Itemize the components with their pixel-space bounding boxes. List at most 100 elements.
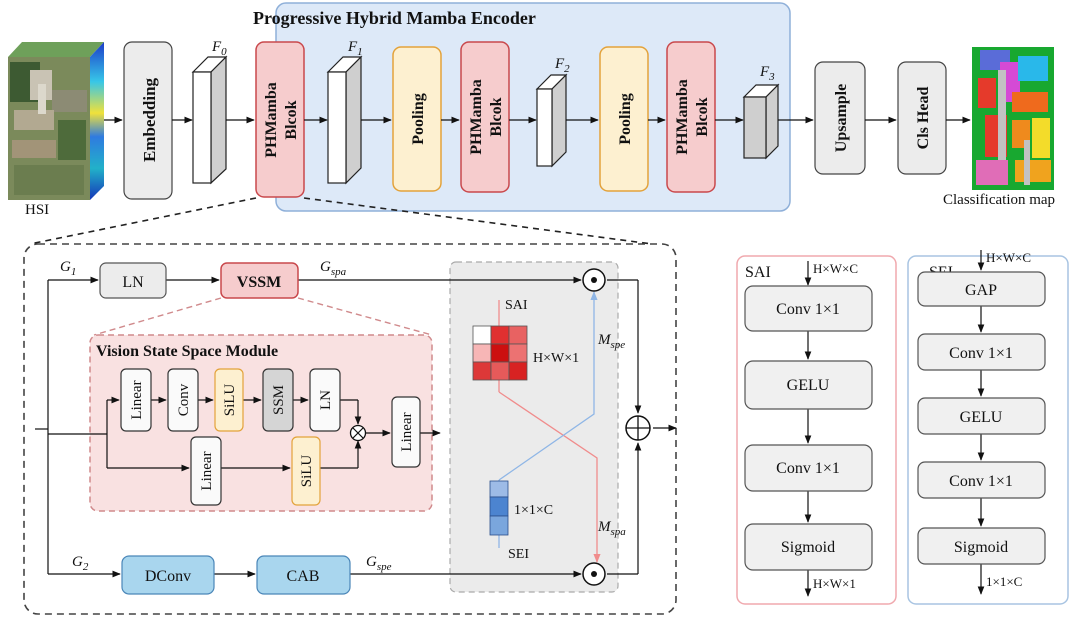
vssm-label: VSSM xyxy=(237,274,281,291)
sai-conv1-block xyxy=(744,285,873,332)
phm2-line2: Blcok xyxy=(488,97,505,136)
g1-label: G1 xyxy=(60,259,76,278)
dconv-block xyxy=(121,555,215,595)
sai-region-label: SAI xyxy=(505,298,528,313)
vss-silu-a-label: SiLU xyxy=(222,384,238,417)
sei-sigmoid-block xyxy=(917,527,1046,565)
sei-gap-label: GAP xyxy=(965,282,997,299)
gspe-label: Gspe xyxy=(366,554,392,573)
ln-block xyxy=(99,262,167,299)
pooling-block-2 xyxy=(599,46,649,192)
zoom-line-right xyxy=(303,197,653,245)
feature-f1 xyxy=(326,55,363,185)
vss-title: Vision State Space Module xyxy=(96,343,278,360)
sei-region-label: SEI xyxy=(508,547,529,562)
vss-linear-b-label: Linear xyxy=(199,451,215,490)
vss-ln-label: LN xyxy=(318,390,334,410)
vss-linear-b xyxy=(190,436,222,506)
vss-flow-lines xyxy=(48,396,441,472)
ln-label: LN xyxy=(122,274,144,291)
cab-block xyxy=(256,555,351,595)
vss-silu-a xyxy=(214,368,244,432)
sei-gelu-block xyxy=(917,397,1046,435)
mspe-label: Mspe xyxy=(597,332,625,351)
sei-channel-vector xyxy=(489,480,509,536)
detail-flow-lines xyxy=(35,276,677,578)
vss-silu-b xyxy=(291,436,321,506)
vss-conv-label: Conv xyxy=(176,383,192,416)
phm2-line1: PHMamba xyxy=(468,79,485,155)
sai-panel-title: SAI xyxy=(745,264,771,281)
sei-gelu-label: GELU xyxy=(960,409,1003,426)
zoom-line-left xyxy=(29,197,257,245)
dot-product-icon-bottom xyxy=(582,562,606,586)
pooling1-label: Pooling xyxy=(410,93,427,145)
sei-conv2-block xyxy=(917,461,1046,499)
sei-conv1-block xyxy=(917,333,1046,371)
gspa-label: Gspa xyxy=(320,259,347,278)
sai-sigmoid-label: Sigmoid xyxy=(781,539,835,556)
upsample-block xyxy=(814,61,866,175)
add-icon xyxy=(625,415,651,441)
cls-head-label: Cls Head xyxy=(915,87,932,150)
cls-head-block xyxy=(897,61,947,175)
phmamba-block-2 xyxy=(460,41,510,193)
pooling2-label: Pooling xyxy=(617,93,634,145)
phm1-line1: PHMamba xyxy=(263,82,280,158)
vss-linear-a-label: Linear xyxy=(129,380,145,419)
sei-output-label: 1×1×C xyxy=(986,574,1022,589)
sei-conv2-label: Conv 1×1 xyxy=(949,473,1013,490)
sai-input-label: H×W×C xyxy=(813,261,858,276)
feature-f2 xyxy=(535,73,568,168)
sai-gelu-label: GELU xyxy=(787,377,830,394)
vss-ssm-label: SSM xyxy=(271,385,287,415)
phm3-line2: Blcok xyxy=(694,97,711,136)
sei-conv1-label: Conv 1×1 xyxy=(949,345,1013,362)
hsi-cube xyxy=(8,42,104,200)
hsi-label: HSI xyxy=(25,202,49,218)
sai-line-b xyxy=(498,391,601,563)
dconv-label: DConv xyxy=(145,568,191,585)
sai-conv2-label: Conv 1×1 xyxy=(776,460,840,477)
sai-output-label: H×W×1 xyxy=(813,576,856,591)
hw1-label: H×W×1 xyxy=(533,351,579,366)
feature-f0 xyxy=(191,55,228,185)
vssm-block xyxy=(220,262,299,299)
mspa-label: Mspa xyxy=(597,519,626,538)
dot-product-icon-top xyxy=(582,268,606,292)
sei-input-label: H×W×C xyxy=(986,250,1031,265)
sai-conv1-label: Conv 1×1 xyxy=(776,301,840,318)
vss-linear-out-label: Linear xyxy=(399,412,415,451)
interaction-region xyxy=(449,261,619,593)
f2-label: F2 xyxy=(554,56,570,75)
vssm-zoom-left xyxy=(93,297,222,336)
vss-ln xyxy=(309,368,341,432)
sai-panel xyxy=(736,255,897,605)
feature-f3 xyxy=(742,83,780,160)
c11-label: 1×1×C xyxy=(514,503,553,518)
g2-label: G2 xyxy=(72,554,89,573)
sai-gelu-block xyxy=(744,360,873,410)
upsample-label: Upsample xyxy=(833,84,850,152)
vssm-zoom-right xyxy=(297,297,433,336)
sei-sigmoid-label: Sigmoid xyxy=(954,539,1008,556)
sai-conv2-block xyxy=(744,444,873,492)
sei-line-b xyxy=(498,291,598,481)
classification-map-image xyxy=(972,47,1054,190)
phmamba-block-3 xyxy=(666,41,716,193)
vss-linear-a xyxy=(120,368,152,432)
pooling-block-1 xyxy=(392,46,442,192)
vss-ssm xyxy=(262,368,294,432)
vss-conv xyxy=(167,368,199,432)
sai-attention-map xyxy=(472,325,528,381)
encoder-title: Progressive Hybrid Mamba Encoder xyxy=(253,8,536,28)
f0-label: F0 xyxy=(211,39,227,58)
f3-label: F3 xyxy=(759,64,775,83)
sai-sigmoid-block xyxy=(744,523,873,571)
phm1-line2: Blcok xyxy=(283,100,300,139)
classification-map-label: Classification map xyxy=(943,192,1055,208)
multiply-icon xyxy=(349,424,367,442)
vss-silu-b-label: SiLU xyxy=(299,455,315,488)
